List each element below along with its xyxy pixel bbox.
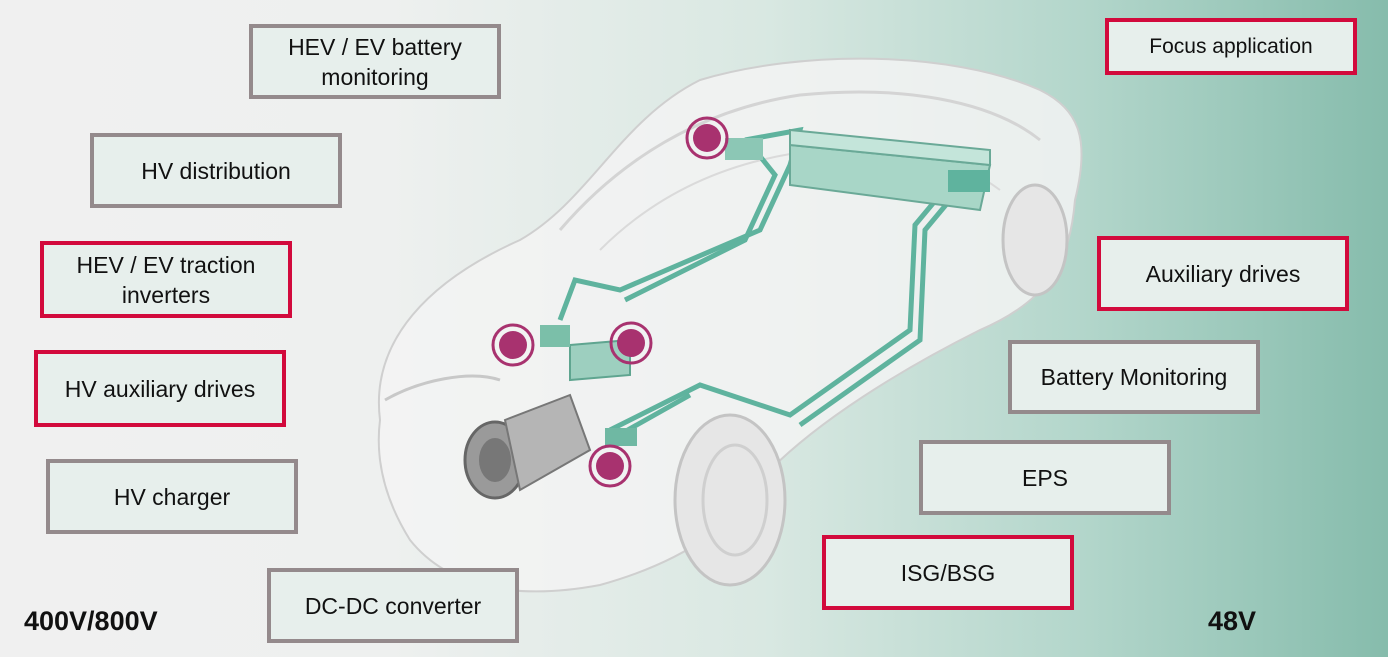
focus-marker-isg (588, 444, 632, 488)
dc-dc-converter-label: DC-DC converter (304, 592, 482, 619)
eps-label: EPS (1021, 464, 1069, 491)
isg-bsg-label: ISG/BSG (900, 559, 996, 586)
hev-battery-monitoring-box: HEV / EV battery monitoring (249, 24, 501, 99)
battery-pack (725, 128, 992, 212)
battery-monitoring-label: Battery Monitoring (1040, 364, 1228, 390)
front-wheel (673, 413, 787, 587)
hv-auxiliary-drives-box: HV auxiliary drives (34, 350, 286, 427)
focus-application-legend: Focus application (1105, 18, 1357, 75)
eps-box: EPS (919, 440, 1171, 515)
auxiliary-drives-label: Auxiliary drives (1145, 260, 1301, 287)
focus-marker-inverter (491, 323, 535, 367)
motor (463, 393, 637, 500)
focus-application-label: Focus application (1149, 34, 1313, 58)
isg-bsg-box: ISG/BSG (822, 535, 1074, 610)
hv-distribution-label: HV distribution (141, 157, 291, 184)
hv-charger-box: HV charger (46, 459, 298, 534)
dc-dc-converter-box: DC-DC converter (267, 568, 519, 643)
auxiliary-drives-box: Auxiliary drives (1097, 236, 1349, 311)
hv-distribution-box: HV distribution (90, 133, 342, 208)
hv-auxiliary-drives-label: HV auxiliary drives (64, 375, 256, 402)
hv-charger-label: HV charger (113, 483, 231, 510)
rear-wheel (1001, 183, 1069, 297)
traction-inverters-box: HEV / EV traction inverters (40, 241, 292, 318)
hev-battery-monitoring-label: HEV / EV battery monitoring (288, 33, 462, 90)
traction-inverters-label: HEV / EV traction inverters (76, 251, 256, 308)
battery-monitoring-box: Battery Monitoring (1008, 340, 1260, 414)
focus-marker-battery (685, 116, 729, 160)
focus-marker-aux (609, 321, 653, 365)
voltage-label-hv: 400V/800V (24, 606, 158, 636)
voltage-label-48v: 48V (1208, 606, 1257, 636)
